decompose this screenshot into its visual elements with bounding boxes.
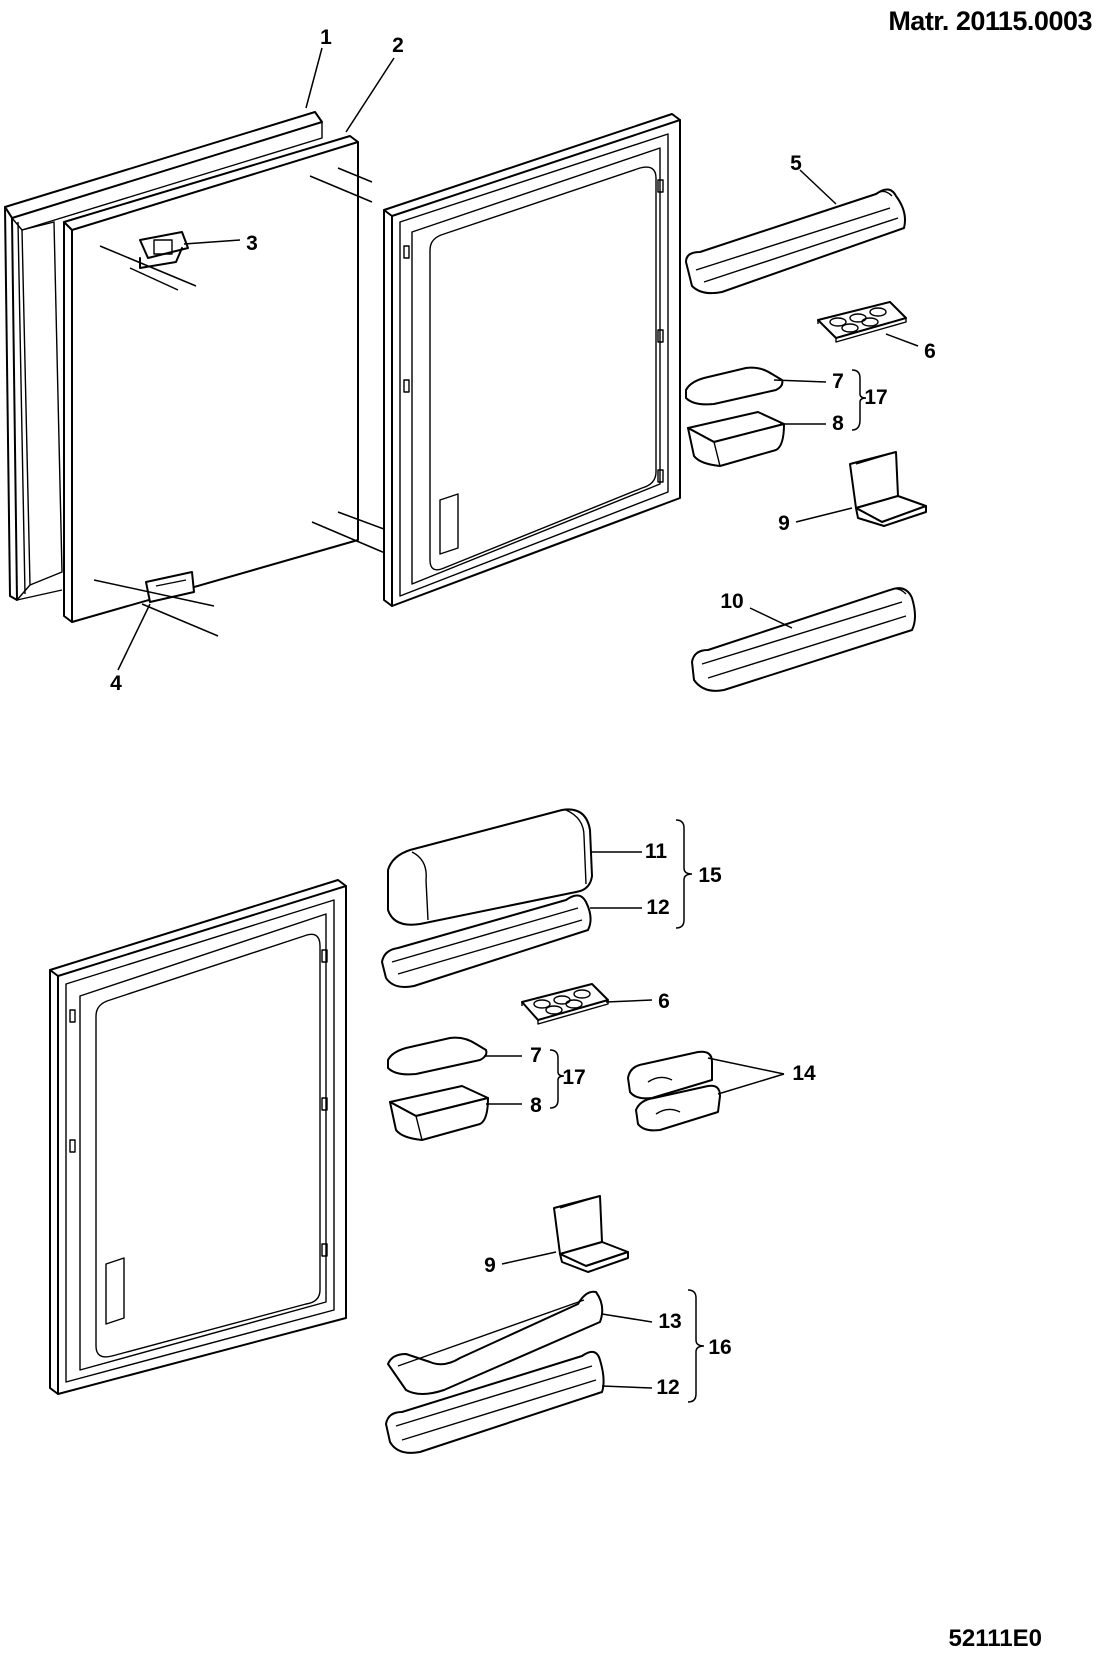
group-braces	[549, 369, 867, 1403]
callout-7-top: 7	[832, 370, 844, 393]
egg-tray-bottom	[521, 983, 609, 1025]
leader-lines	[117, 47, 919, 1389]
drawing-code: 52111E0	[948, 1625, 1042, 1652]
lower-hinge-bracket	[93, 571, 219, 637]
callout-7-bottom: 7	[530, 1044, 542, 1067]
bottle-shelf	[385, 1350, 605, 1454]
callout-12-bottle: 12	[656, 1376, 679, 1399]
callout-13: 13	[658, 1310, 681, 1333]
callout-10: 10	[720, 590, 743, 613]
callout-3: 3	[246, 232, 258, 255]
callout-16: 16	[708, 1336, 731, 1359]
bottle-holder-bottom	[553, 1195, 629, 1273]
lower-door-liner	[49, 879, 347, 1395]
callout-8-bottom: 8	[530, 1094, 542, 1117]
bottom-door-shelf-top	[691, 587, 916, 692]
callout-6-bottom: 6	[658, 990, 670, 1013]
egg-tray-top	[817, 301, 907, 343]
bottle-holder-top	[849, 451, 927, 527]
upper-door-liner	[383, 113, 681, 607]
bottle-clips	[627, 1050, 721, 1132]
butter-lid-bottom	[387, 1036, 488, 1076]
callout-9-top: 9	[778, 512, 790, 535]
butter-box-bottom	[389, 1085, 489, 1141]
drawing-reference-number: Matr. 20115.0003	[888, 6, 1092, 36]
callout-8-top: 8	[832, 412, 844, 435]
callout-5: 5	[790, 152, 802, 175]
butter-lid-top	[685, 366, 784, 406]
dairy-shelf	[381, 894, 592, 988]
bottle-guard-rail	[387, 1290, 604, 1395]
upper-hinge-bracket	[99, 231, 197, 291]
callout-12-dairy: 12	[646, 896, 669, 919]
butter-box-top	[687, 411, 785, 467]
top-door-shelf	[685, 188, 906, 295]
callout-17-bottom: 17	[562, 1066, 585, 1089]
dairy-compartment-lid	[387, 808, 593, 926]
callout-17-top: 17	[864, 386, 887, 409]
callout-14: 14	[792, 1062, 816, 1085]
callout-labels: 1 2 3 4 5 6 7 8 17 9 10 11 12 15 6 7 8 1…	[110, 26, 936, 1399]
outer-door-panel	[63, 135, 393, 623]
callout-11: 11	[645, 840, 668, 863]
callout-15: 15	[698, 864, 722, 887]
callout-6-top: 6	[924, 340, 936, 363]
callout-2: 2	[392, 34, 404, 57]
callout-1: 1	[320, 26, 332, 49]
callout-9-bottom: 9	[484, 1254, 496, 1277]
door-gasket	[4, 111, 323, 601]
callout-4: 4	[110, 672, 122, 695]
